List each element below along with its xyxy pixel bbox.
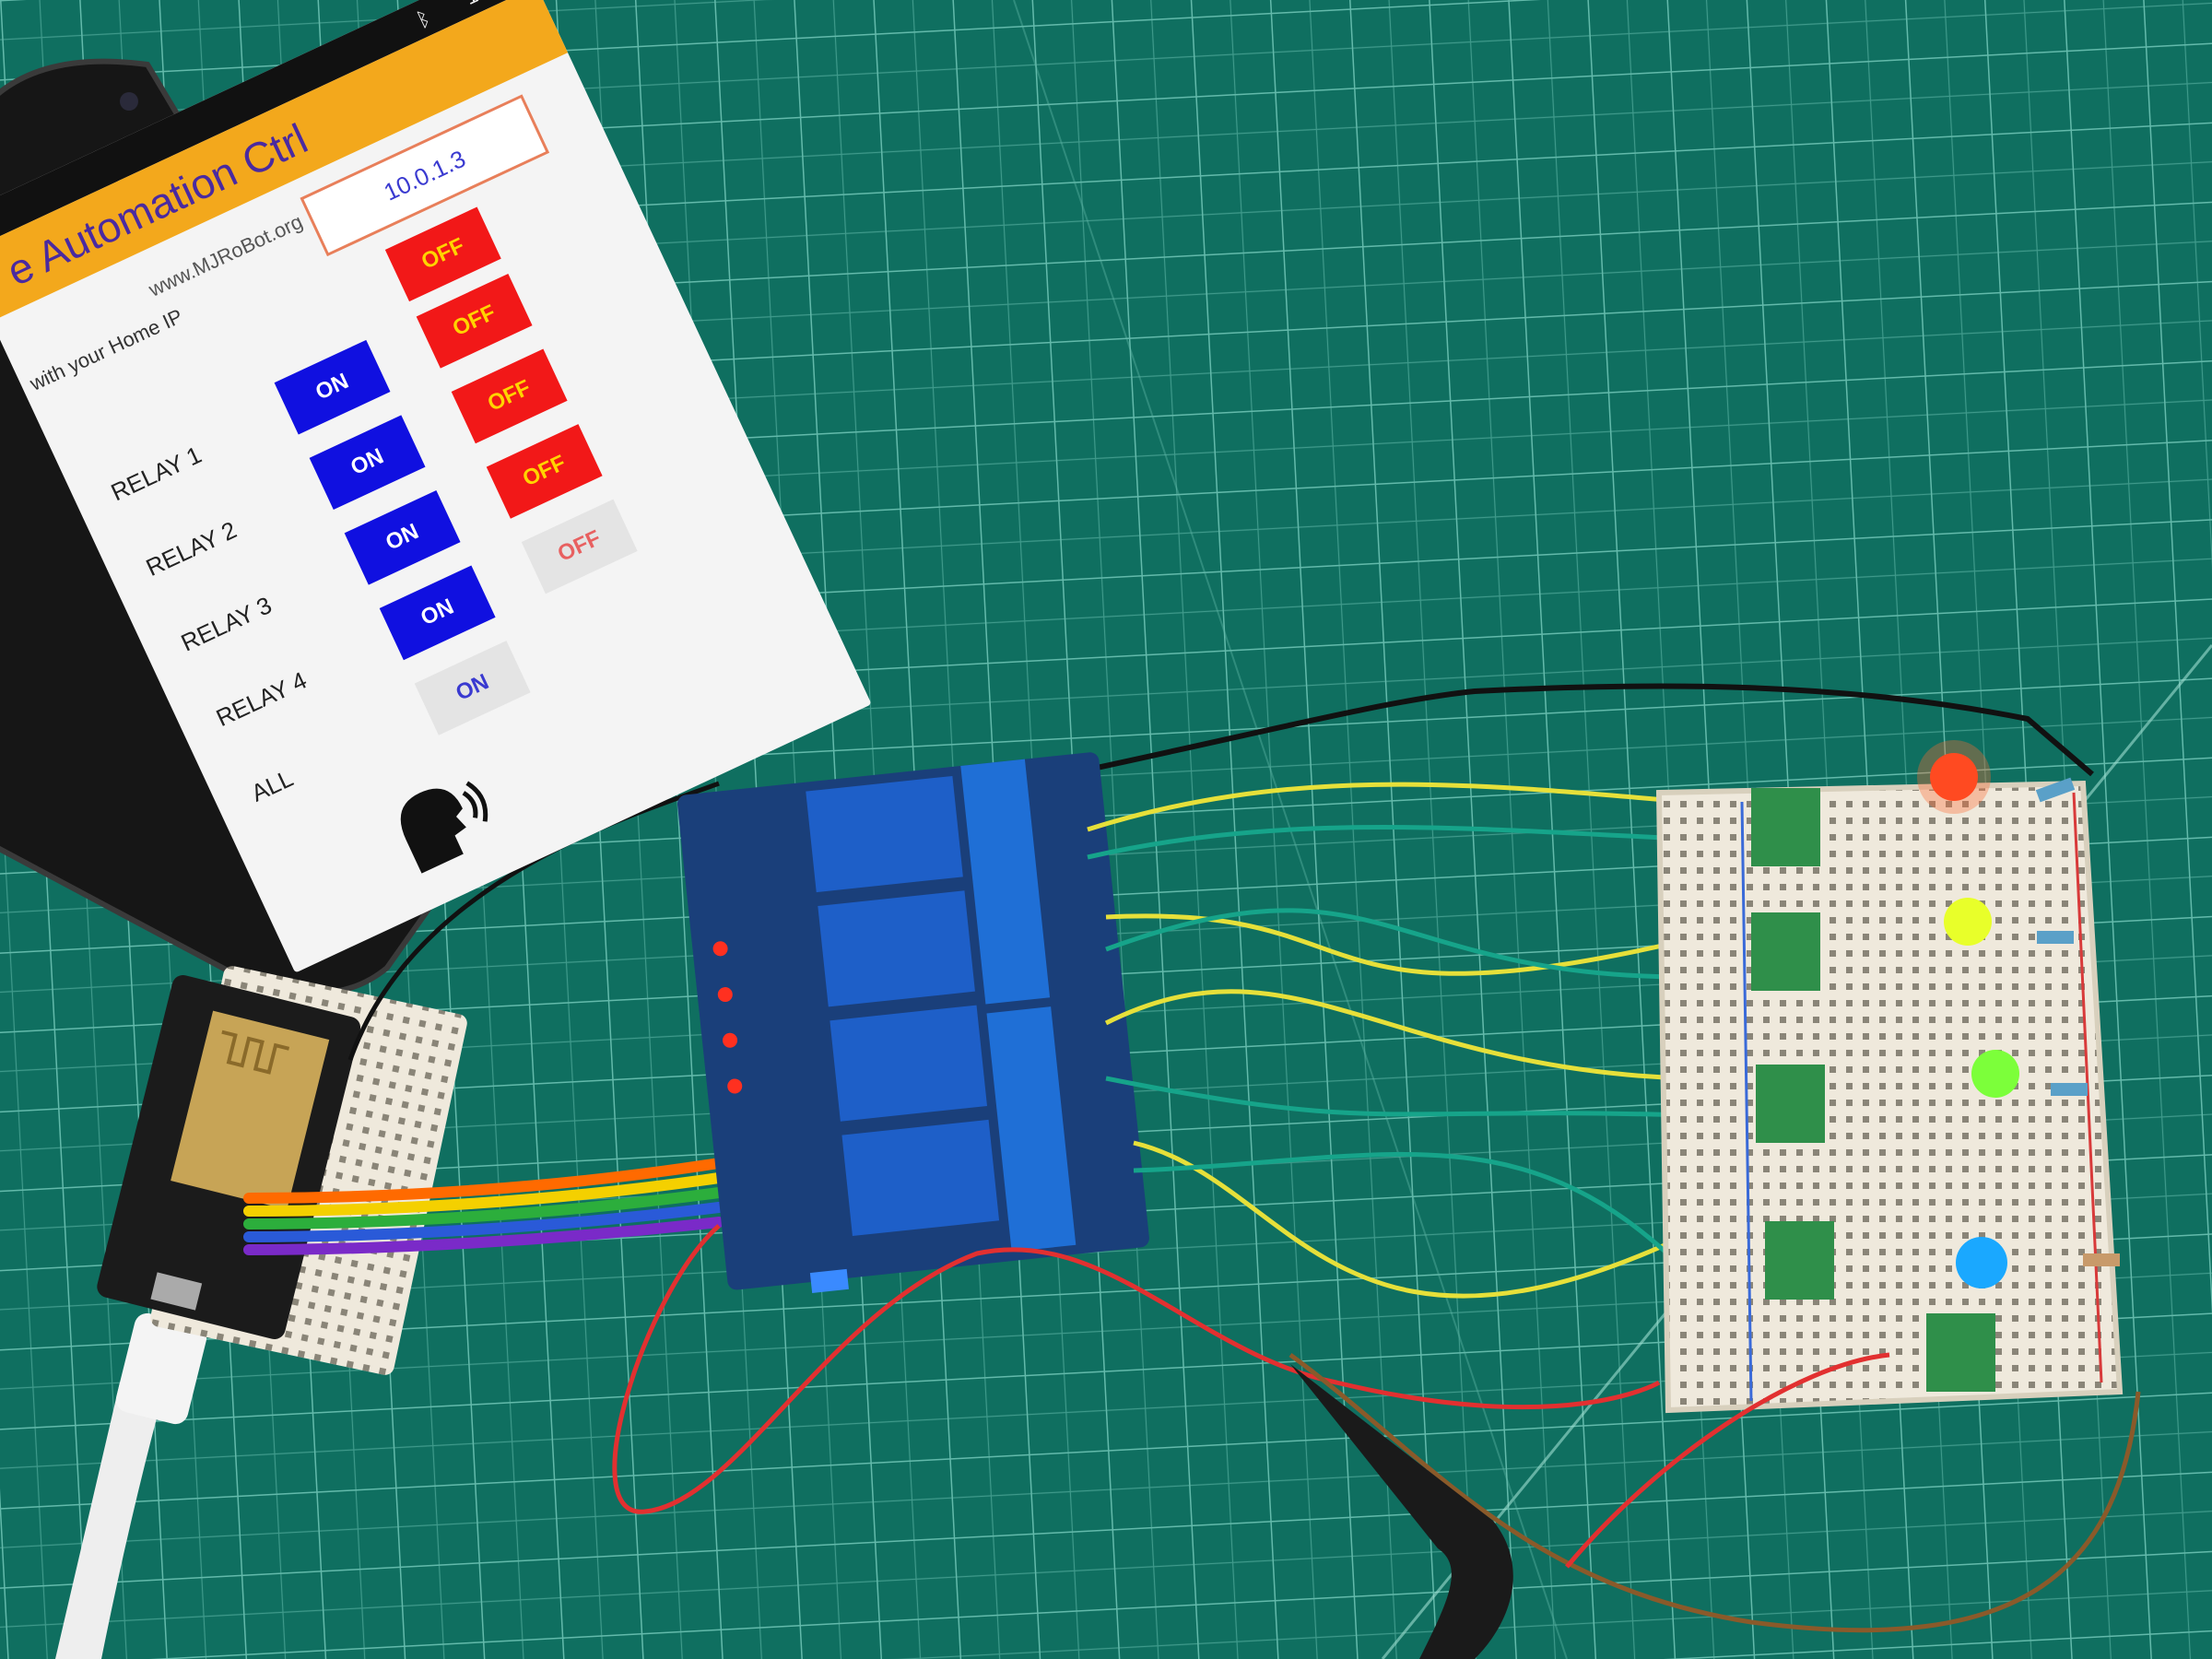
ribbon-cable [243,1158,724,1255]
led-green [1971,1050,2019,1098]
relay-2-on-button[interactable]: ON [309,415,426,511]
led-blue [1956,1237,2007,1288]
leds [1917,740,2019,1288]
relay-1-label: RELAY 1 [106,440,206,507]
signal-wires [1087,782,1688,1299]
breadboard [1655,780,2124,1414]
resistors [2035,777,2120,1266]
usb-cable [55,1382,161,1659]
relay-1-on-button[interactable]: ON [274,339,391,435]
all-label: ALL [246,763,298,807]
relay-3-on-button[interactable]: ON [344,489,461,585]
led-red [1930,753,1978,801]
wifi-module [171,1010,330,1210]
relay-terminals [960,759,1077,1253]
relay-blocks [806,775,1000,1237]
relay-3-label: RELAY 3 [176,591,276,657]
speaker-head-icon[interactable] [374,751,509,886]
relay-2-label: RELAY 2 [141,515,241,582]
relay-3-off-button[interactable]: OFF [486,424,603,519]
relay-4-on-button[interactable]: ON [379,565,496,661]
usb-plug [115,1312,207,1425]
relay-indicator-leds [712,941,743,1094]
relay-4-label: RELAY 4 [211,665,312,733]
bluetooth-icon: ᛒ [413,6,434,32]
front-camera [120,92,138,111]
relay-2-off-button[interactable]: OFF [451,348,568,444]
sheathed-cable [1290,1364,1513,1659]
all-on-button[interactable]: ON [414,641,531,735]
relay-4-off-button[interactable]: OFF [521,499,638,594]
phone-screen: ᛒ 16:04 e Automation Ctrl www.MJRoBot.or… [0,0,872,973]
wire-black-2 [1022,683,2094,786]
led-yellow [1944,898,1992,946]
relay-module [677,752,1149,1293]
terminal-blocks [1751,788,1995,1392]
power-wires [612,1224,2141,1633]
ip-hint-label: with your Home IP [26,304,186,395]
